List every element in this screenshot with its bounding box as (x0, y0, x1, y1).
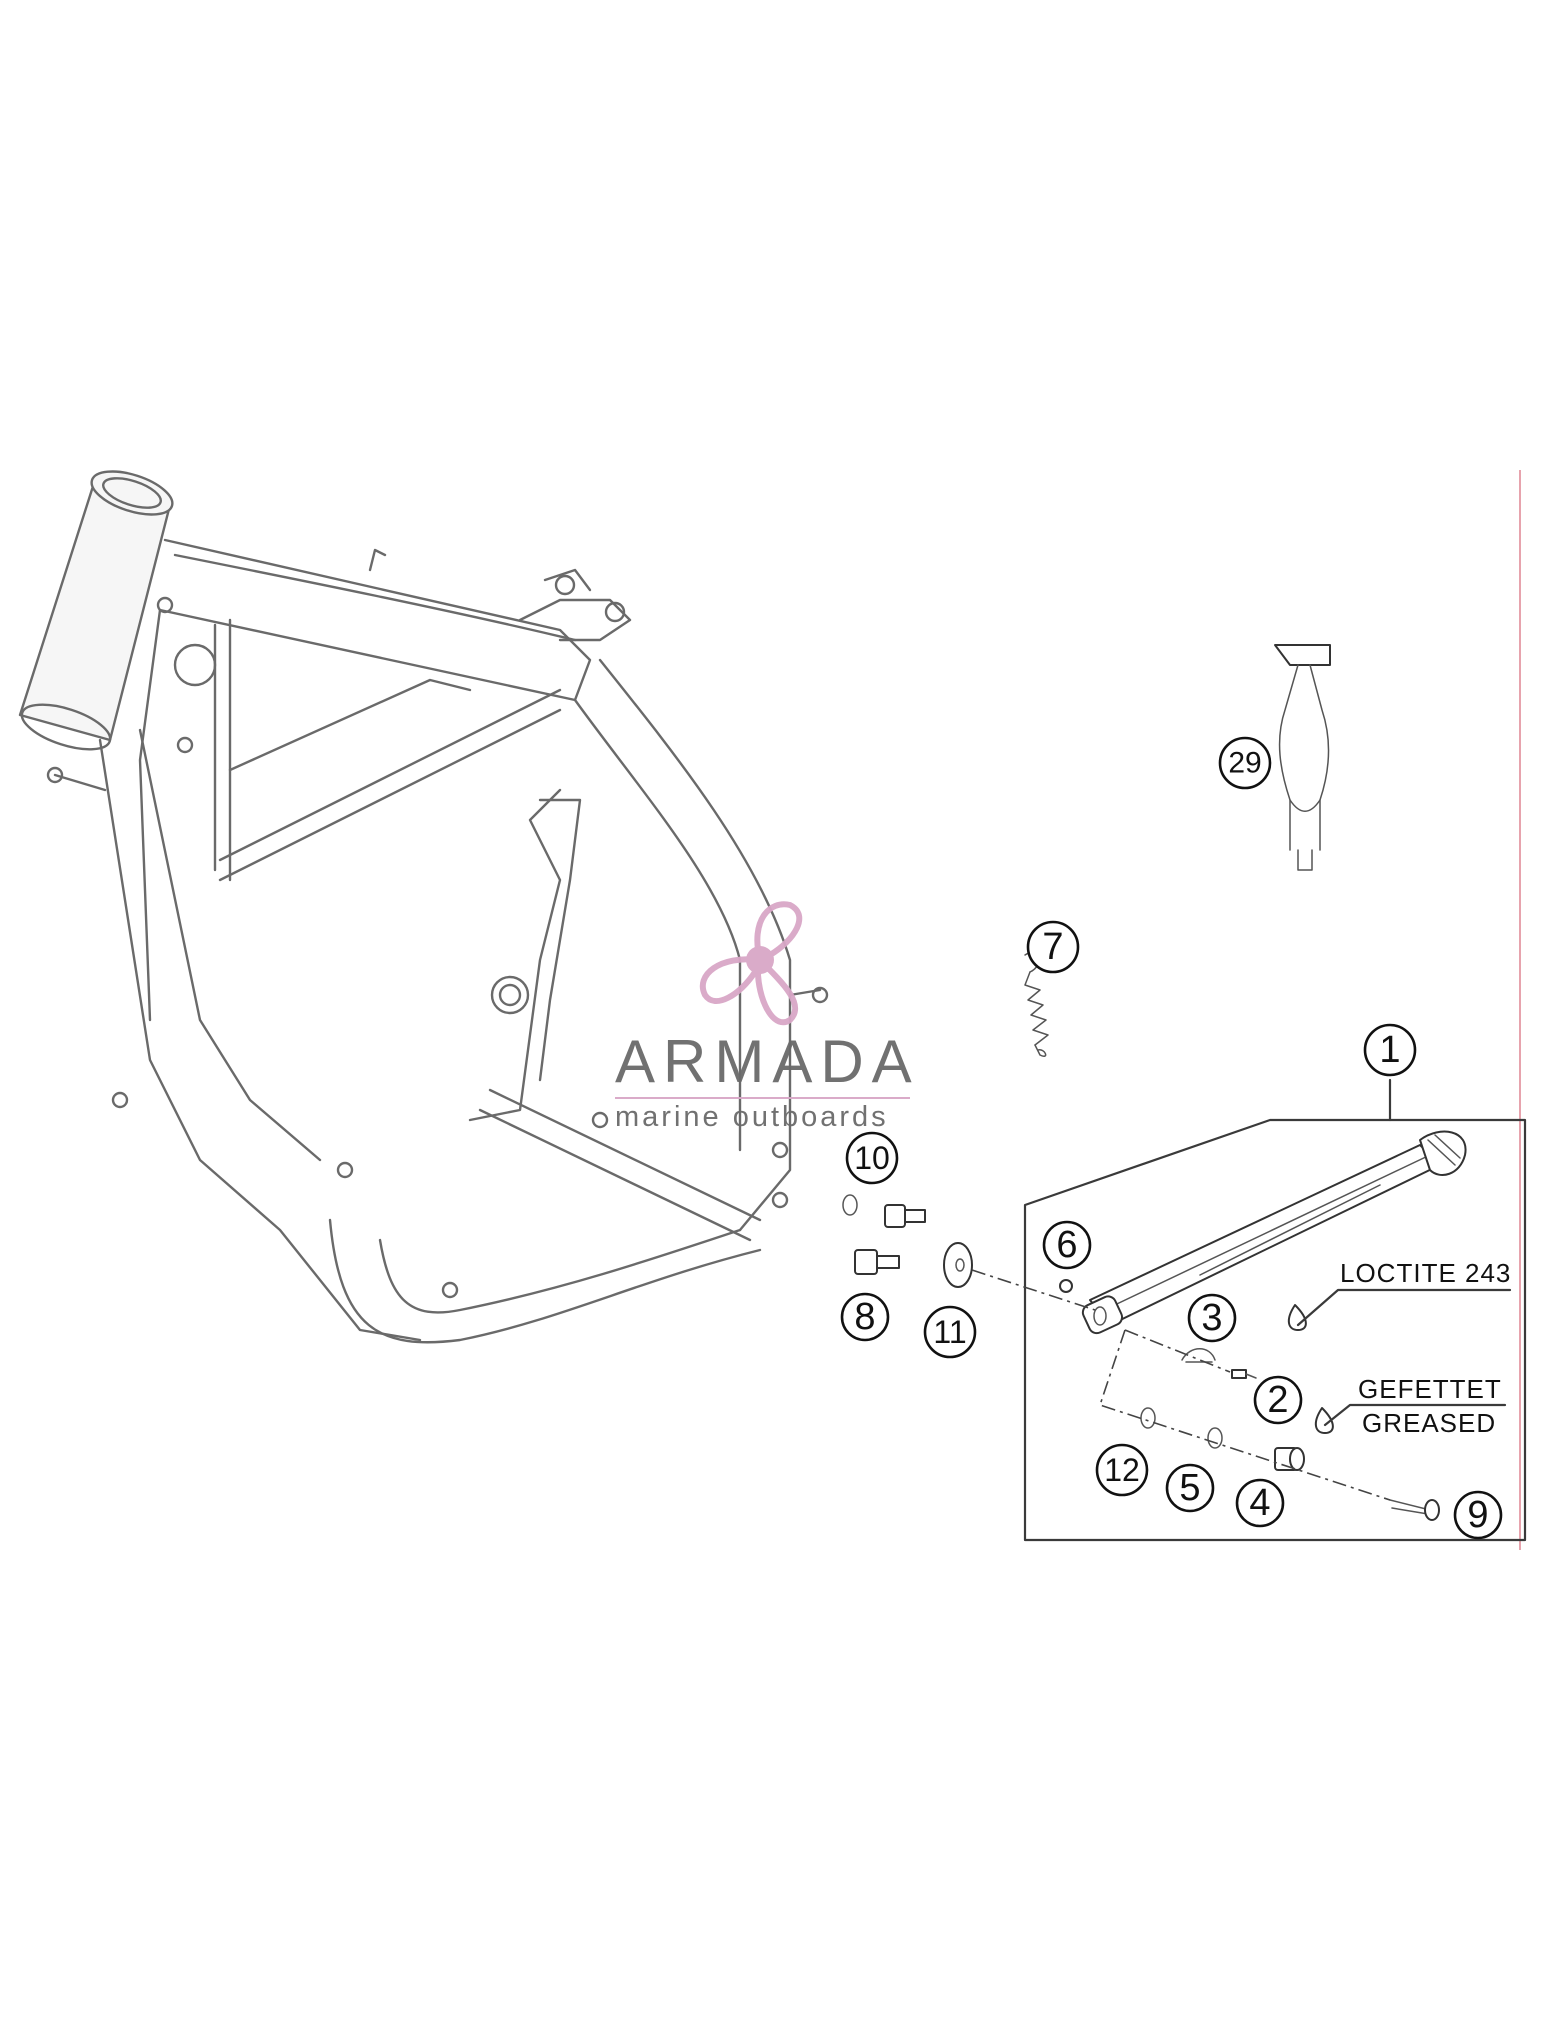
axis-lower (1098, 1329, 1391, 1501)
callout-10-label: 10 (854, 1140, 890, 1176)
callout-8: 8 (840, 1292, 890, 1342)
callout-12: 12 (1095, 1443, 1149, 1497)
watermark-brand: ARMADA (615, 1028, 920, 1095)
part-2-screw (1231, 1369, 1257, 1379)
callout-2-label: 2 (1267, 1379, 1288, 1421)
leader-loctite (1296, 1288, 1512, 1327)
callout-12-label: 12 (1104, 1452, 1140, 1488)
note-gefettet: GEFETTET (1358, 1374, 1502, 1404)
armada-watermark: ARMADA marine outboards (615, 901, 920, 1133)
callout-11: 11 (923, 1305, 977, 1359)
assembly-box-1 (1023, 1118, 1527, 1542)
callout-3: 3 (1187, 1293, 1237, 1343)
part-10-oring (842, 1194, 858, 1216)
part-4-bushing (1274, 1447, 1305, 1471)
callout-1: 1 (1363, 1023, 1417, 1077)
callout-7: 7 (1026, 920, 1080, 974)
axis-upper (971, 1269, 1096, 1311)
callout-1-label: 1 (1379, 1029, 1400, 1071)
part-3-clip (1181, 1348, 1216, 1363)
callout-4-label: 4 (1249, 1482, 1270, 1524)
motorcycle-frame (18, 470, 829, 1344)
callout-7-label: 7 (1042, 926, 1063, 968)
callout-29: 29 (1218, 736, 1272, 790)
watermark-tagline: marine outboards (615, 1101, 889, 1133)
leader-greased (1323, 1403, 1507, 1427)
callout-9-label: 9 (1467, 1494, 1488, 1536)
callout-5-label: 5 (1179, 1467, 1200, 1509)
part-29-tool (1274, 644, 1331, 871)
part-1-side-stand (1081, 1130, 1467, 1335)
propeller-logo (700, 901, 803, 1026)
note-loctite: LOCTITE 243 (1340, 1258, 1511, 1288)
part-9-screw (1389, 1499, 1440, 1521)
callout-8-label: 8 (854, 1296, 875, 1338)
part-12-ring (1140, 1407, 1156, 1429)
callout-6-label: 6 (1056, 1224, 1077, 1266)
callout-9: 9 (1453, 1490, 1503, 1540)
part-11-washer (943, 1242, 973, 1288)
axis-screw (1124, 1329, 1231, 1373)
callout-10: 10 (845, 1131, 899, 1185)
callout-5: 5 (1165, 1463, 1215, 1513)
part-8-bolt (854, 1249, 900, 1275)
bolt-upper (884, 1204, 926, 1228)
callout-11-label: 11 (933, 1314, 966, 1350)
note-greased: GREASED (1362, 1408, 1496, 1438)
callout-4: 4 (1235, 1478, 1285, 1528)
part-6-nut (1059, 1279, 1073, 1293)
callout-2: 2 (1253, 1375, 1303, 1425)
loctite-drop-icon (1287, 1304, 1307, 1331)
part-5-ring (1207, 1427, 1223, 1449)
callout-29-label: 29 (1228, 747, 1261, 780)
callout-3-label: 3 (1201, 1297, 1222, 1339)
callout-6: 6 (1042, 1220, 1092, 1270)
